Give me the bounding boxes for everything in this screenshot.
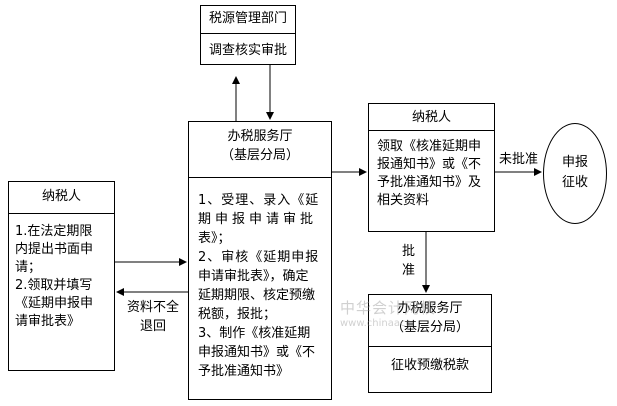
service-hall-lower-action: 征收预缴税款: [390, 358, 469, 373]
watermark-text: 中华会计网校: [340, 299, 437, 317]
declare-collect-line2: 征收: [561, 175, 588, 190]
service-hall-step-line: 税额，报批；: [198, 307, 277, 322]
service-hall-lower-title-line1: 办税服务厅: [397, 301, 463, 316]
taxpayer-left-box: 纳税人 1.在法定期限 内提出书面申 请； 2.领取并填写 《延期申报申 请审批…: [8, 181, 115, 371]
service-hall-step-line: 予批准通知书》: [198, 364, 290, 379]
taxpayer-left-title: 纳税人: [41, 189, 81, 204]
service-hall-lower-title-line2: （基层分局）: [390, 320, 469, 335]
service-hall-step-line: 延期期限、核定预缴: [198, 288, 316, 303]
declare-collect-ellipse: 申报 征收: [543, 123, 607, 224]
incomplete-label-line2: 退回: [139, 319, 166, 334]
taxpayer-right-divider: [369, 130, 494, 131]
tax-authority-divider: [201, 33, 295, 34]
not-approved-label: 未批准: [499, 152, 539, 167]
tax-authority-title: 税源管理部门: [208, 11, 287, 26]
taxpayer-left-line: 内提出书面申: [15, 242, 94, 257]
service-hall-step-line: 表》；: [198, 231, 231, 246]
taxpayer-left-line: 1.在法定期限: [15, 224, 93, 239]
service-hall-box: 办税服务厅 （基层分局） 1、受理、录入《延 期申报申请审批 表》； 2、审核《…: [188, 121, 332, 400]
taxpayer-left-divider: [9, 213, 114, 214]
service-hall-step-line: 申请审批表》，确定: [198, 269, 309, 284]
declare-collect-line1: 申报: [561, 155, 588, 170]
approved-label-line1: 批: [402, 244, 416, 259]
service-hall-lower-box: 办税服务厅 （基层分局） 征收预缴税款: [368, 294, 492, 393]
taxpayer-left-line: 2.领取并填写: [15, 278, 93, 293]
taxpayer-left-line: 请审批表》: [15, 314, 81, 329]
tax-authority-box: 税源管理部门 调查核实审批: [200, 5, 296, 65]
tax-authority-action: 调查核实审批: [208, 43, 287, 58]
taxpayer-right-line: 领取《核准延期申: [377, 139, 482, 154]
service-hall-step-line: 3、制作《核准延期: [198, 326, 311, 341]
service-hall-step-line: 2、审核《延期申报: [198, 250, 320, 265]
service-hall-step-line: 期申报申请审批: [198, 212, 318, 227]
service-hall-title-line1: 办税服务厅: [227, 129, 293, 144]
service-hall-title-line2: （基层分局）: [220, 148, 299, 163]
approved-label-line2: 准: [402, 263, 416, 278]
service-hall-divider: [189, 177, 331, 178]
taxpayer-right-line: 予批准通知书》及: [377, 175, 482, 190]
taxpayer-left-line: 请；: [15, 260, 42, 275]
taxpayer-left-line: 《延期申报申: [15, 296, 94, 311]
taxpayer-right-box: 纳税人 领取《核准延期申 报通知书》或《不 予批准通知书》及 相关资料: [368, 103, 495, 232]
taxpayer-right-title: 纳税人: [411, 110, 451, 125]
incomplete-label-line1: 资料不全: [126, 300, 179, 315]
service-hall-step-line: 1、受理、录入《延: [198, 193, 320, 208]
watermark-url: www.chinaacc: [340, 318, 412, 329]
service-hall-step-line: 申报通知书》或《不: [198, 345, 316, 360]
taxpayer-right-line: 相关资料: [377, 193, 430, 208]
service-hall-lower-divider: [369, 346, 491, 347]
taxpayer-right-line: 报通知书》或《不: [377, 157, 482, 172]
